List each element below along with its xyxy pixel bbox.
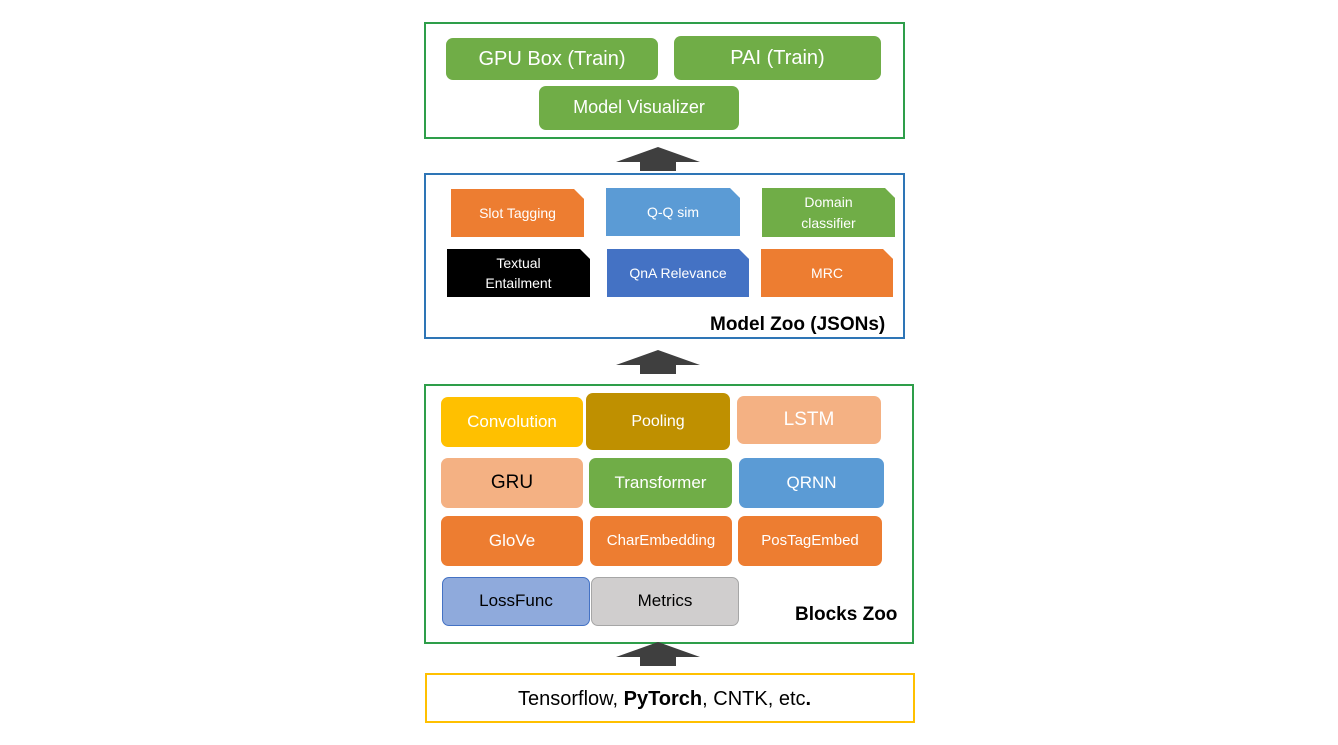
textual-entailment-block: Textual Entailment [447, 249, 590, 297]
convolution-block: Convolution [441, 397, 583, 447]
up-arrow-icon [616, 350, 700, 374]
gpu-box-train-block: GPU Box (Train) [446, 38, 658, 80]
domain-classifier-block: Domain classifier [762, 188, 895, 237]
gru-block: GRU [441, 458, 583, 508]
char-embedding-block: CharEmbedding [590, 516, 732, 566]
blocks-zoo-label: Blocks Zoo [795, 604, 898, 625]
frameworks-panel [425, 673, 915, 723]
qna-relevance-block: QnA Relevance [607, 249, 749, 297]
metrics-block: Metrics [591, 577, 739, 626]
pai-train-block: PAI (Train) [674, 36, 881, 80]
transformer-block: Transformer [589, 458, 732, 508]
glove-block: GloVe [441, 516, 583, 566]
qrnn-block: QRNN [739, 458, 884, 508]
up-arrow-icon [616, 147, 700, 171]
qq-sim-block: Q-Q sim [606, 188, 740, 236]
model-zoo-panel [424, 173, 905, 339]
up-arrow-icon [616, 642, 700, 666]
frameworks-text: Tensorflow, PyTorch, CNTK, etc. [518, 688, 811, 711]
period-text: . [805, 688, 812, 710]
mrc-block: MRC [761, 249, 893, 297]
blocks-zoo-panel [424, 384, 914, 644]
slot-tagging-block: Slot Tagging [451, 189, 584, 237]
lstm-block: LSTM [737, 396, 881, 444]
loss-func-block: LossFunc [442, 577, 590, 626]
pytorch-text: PyTorch [623, 688, 703, 710]
model-zoo-label: Model Zoo (JSONs) [710, 314, 886, 335]
pos-tag-embed-block: PosTagEmbed [738, 516, 882, 566]
training-panel [424, 22, 905, 139]
tensorflow-text: Tensorflow, [518, 688, 624, 710]
pooling-block: Pooling [586, 393, 730, 450]
other-frameworks-text: , CNTK, etc [702, 688, 806, 710]
model-visualizer-block: Model Visualizer [539, 86, 739, 130]
